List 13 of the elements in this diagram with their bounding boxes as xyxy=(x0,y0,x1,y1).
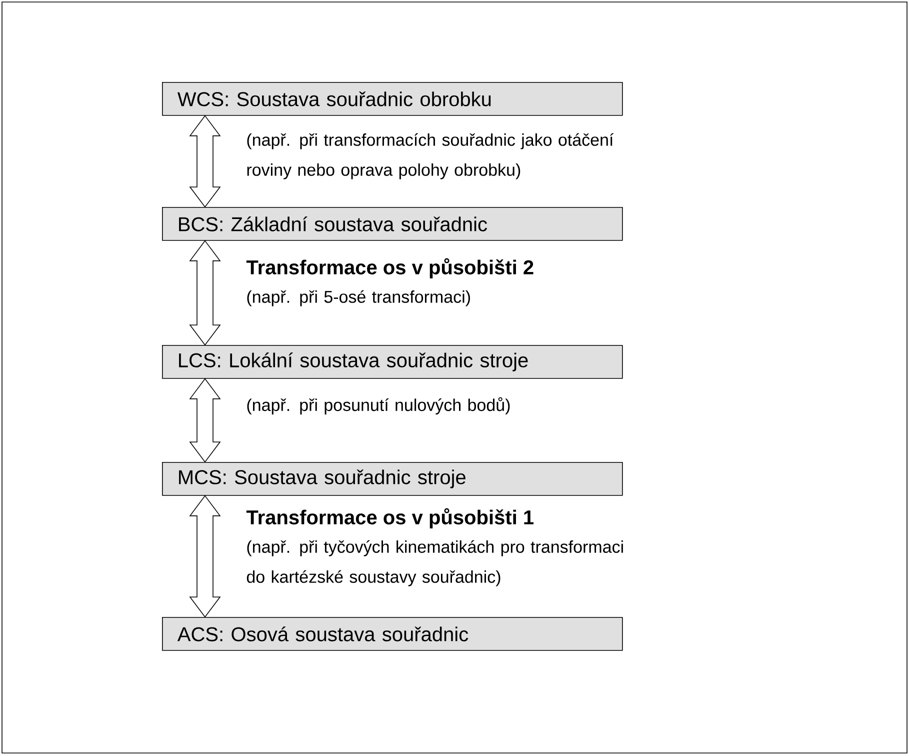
process-box: MCS: Soustava souřadnic stroje xyxy=(162,462,623,496)
edge-label: (např. při tyčových kinematikách pro transformaci do kartézské soustavy souřadnic) xyxy=(246,540,623,586)
double-arrow xyxy=(189,378,221,463)
double-arrow xyxy=(189,240,221,346)
process-box: BCS: Základní soustava souřadnic xyxy=(162,207,623,241)
process-box: LCS: Lokální soustava souřadnic stroje xyxy=(162,345,623,379)
double-arrow xyxy=(189,495,221,618)
process-box: WCS: Soustava souřadnic obrobku xyxy=(162,82,623,116)
process-box: ACS: Osová soustava souřadnic xyxy=(162,617,623,651)
edge-label: (např. při transformacích souřadnic jako otáčení roviny nebo oprava polohy obrobku) xyxy=(247,133,614,180)
double-arrow xyxy=(189,115,221,208)
edge-label: (např. při 5-osé transformaci) xyxy=(247,290,470,306)
edge-label: (např. při posunutí nulových bodů) xyxy=(247,397,510,414)
